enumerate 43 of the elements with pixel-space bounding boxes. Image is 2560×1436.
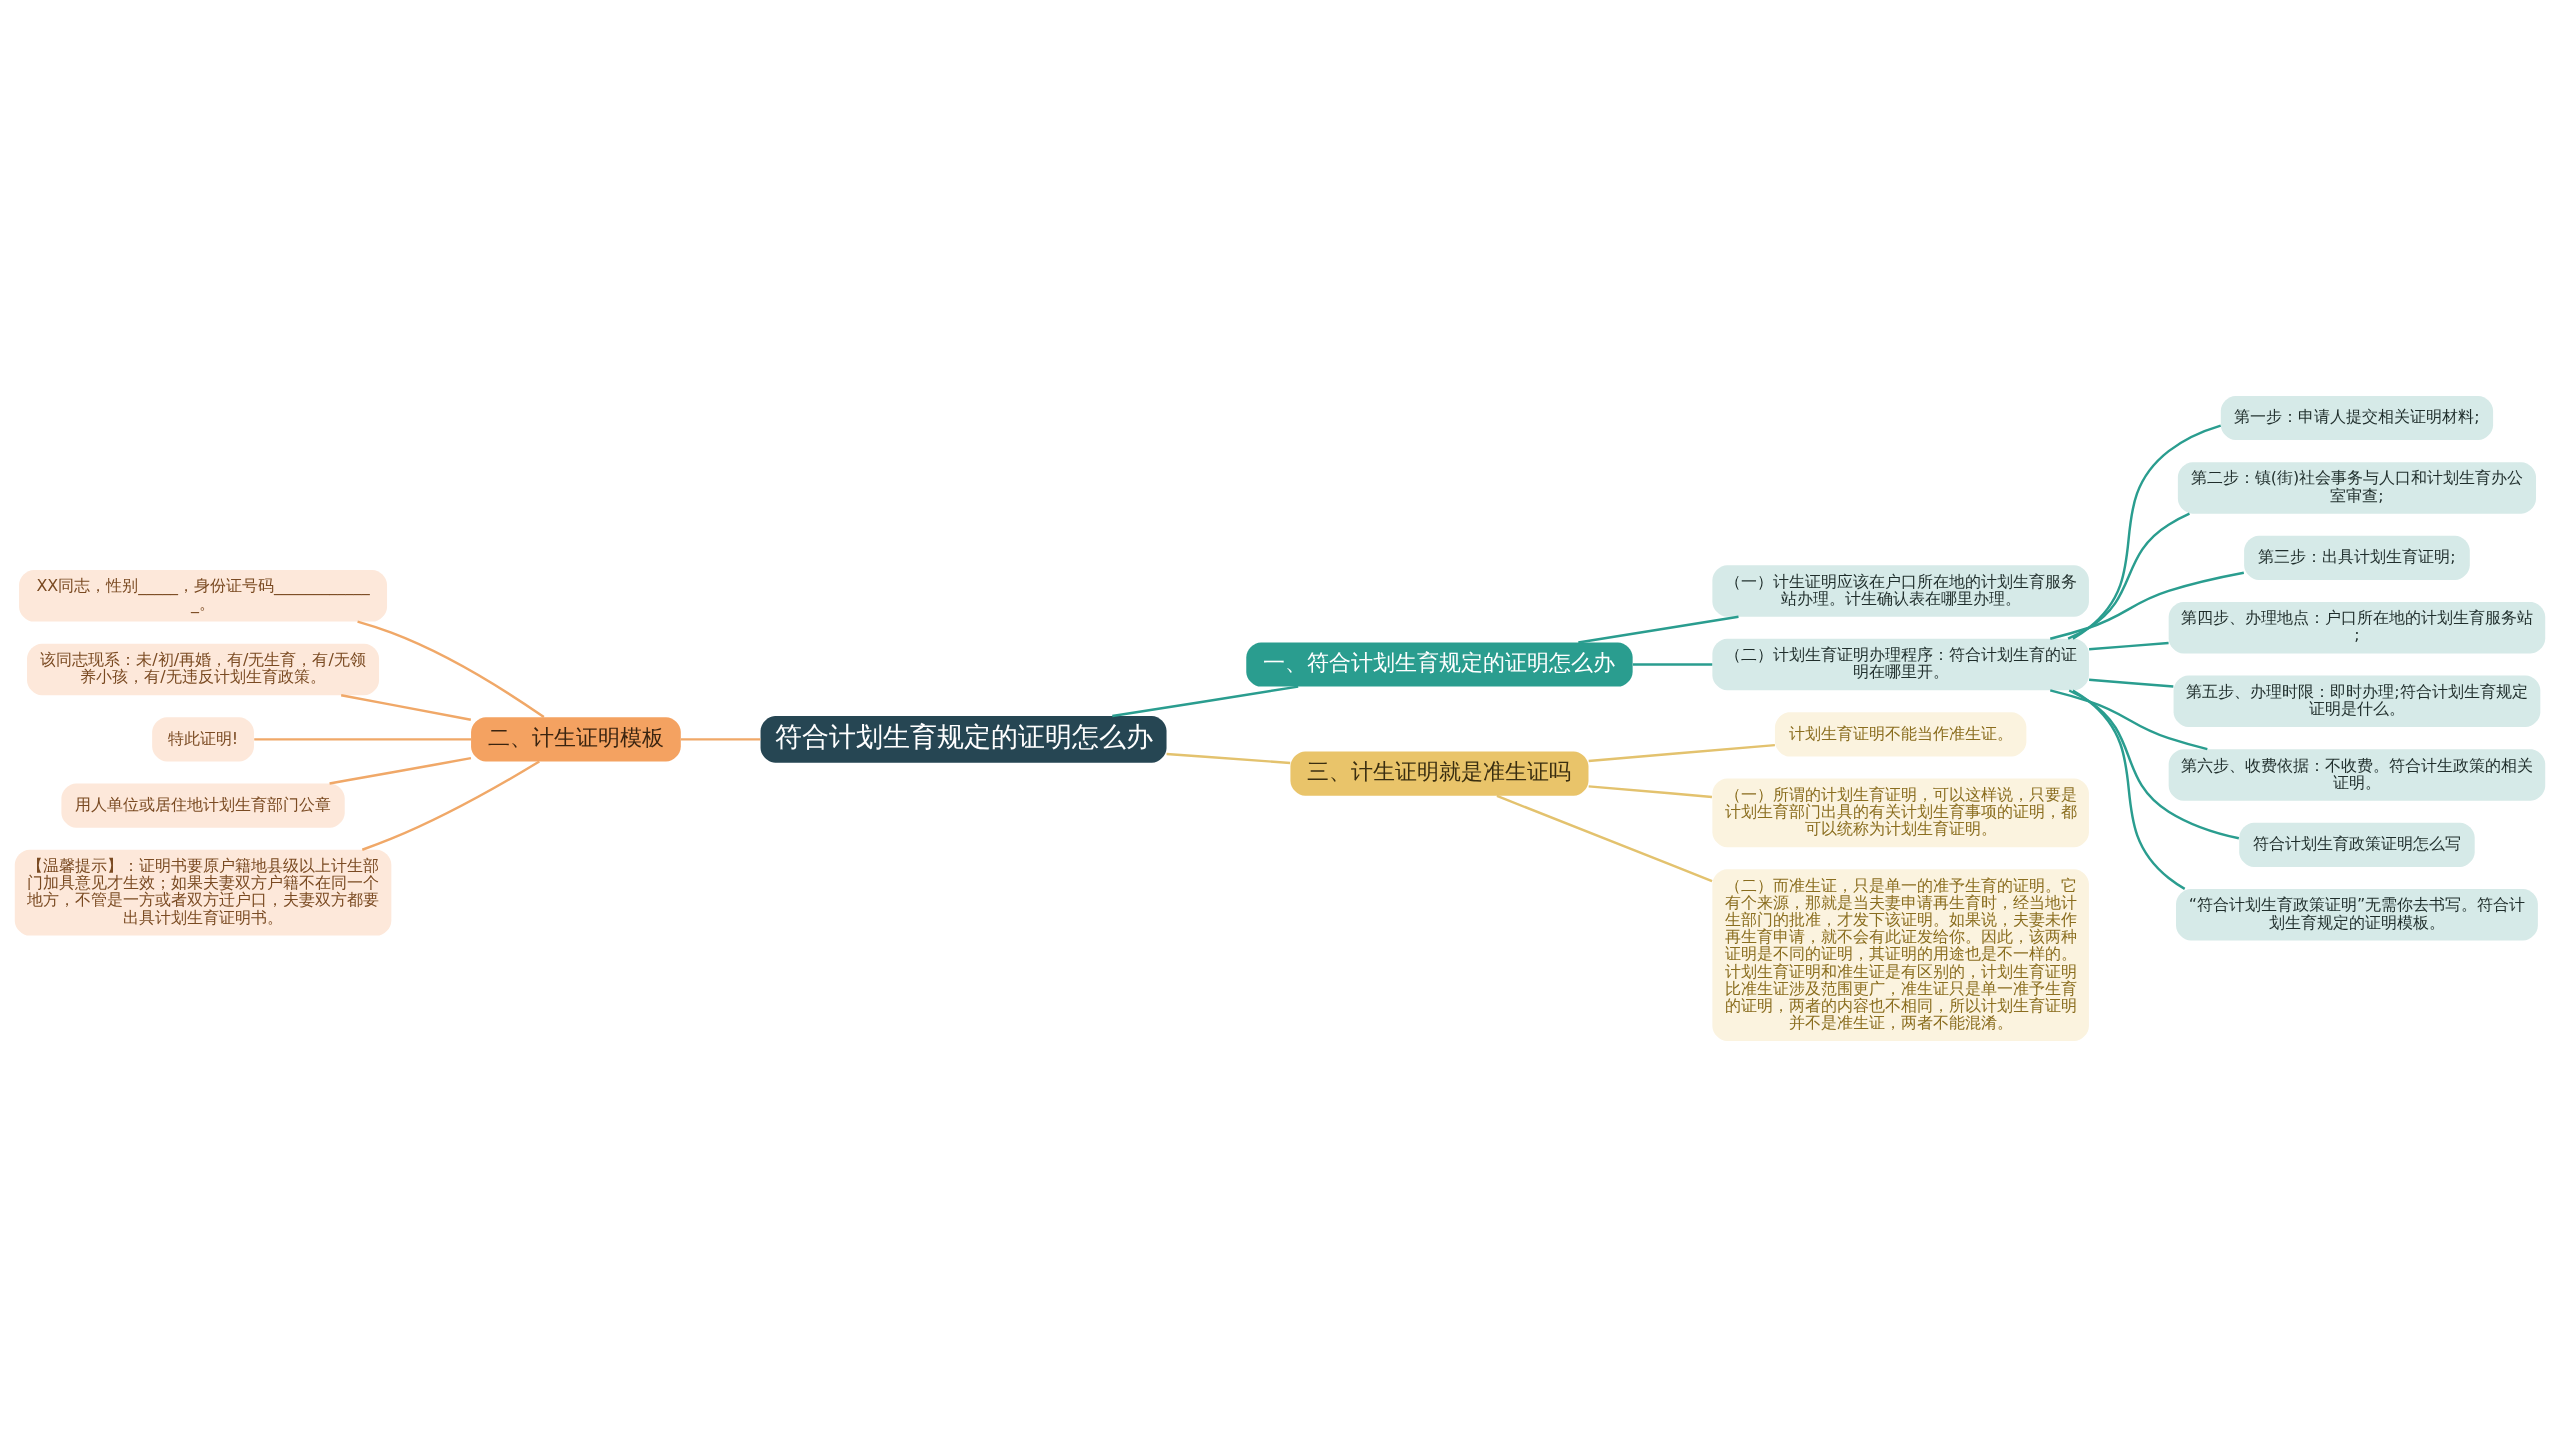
connector bbox=[2049, 571, 2245, 640]
connector bbox=[2072, 688, 2186, 890]
connector bbox=[357, 619, 545, 718]
node-box: 第三步：出具计划生育证明; bbox=[2244, 535, 2470, 580]
connector bbox=[2089, 678, 2174, 688]
connector bbox=[340, 693, 472, 721]
node-box: 特此证明! bbox=[152, 716, 254, 761]
connector bbox=[1588, 743, 1775, 762]
node-box: （二）计划生育证明办理程序：符合计划生育的证明在哪里开。 bbox=[1712, 638, 2089, 690]
node-box: “符合计划生育政策证明”无需你去书写。符合计划生育规定的证明模板。 bbox=[2176, 888, 2538, 940]
node-box: 符合计划生育政策证明怎么写 bbox=[2239, 822, 2475, 867]
node-box: 【温馨提示】：证明书要原户籍地县级以上计生部门加具意见才生效；如果夫妻双方户籍不在同一个地方，不管是一方或者双方迁户口，夫妻双方都要出具计划生育证明书。 bbox=[14, 849, 392, 936]
node-box: 符合计划生育规定的证明怎么办 bbox=[760, 715, 1167, 763]
connector bbox=[1578, 615, 1739, 644]
connector bbox=[2068, 688, 2240, 839]
node-box: 该同志现系：未/初/再婚，有/无生育，有/无领养小孩，有/无违反计划生育政策。 bbox=[27, 643, 380, 695]
connector bbox=[1496, 794, 1713, 882]
node-box: 第二步：镇(街)社会事务与人口和计划生育办公室审查; bbox=[2177, 461, 2537, 514]
connector bbox=[329, 756, 472, 785]
node-box: 第五步、办理时限：即时办理;符合计划生育规定证明是什么。 bbox=[2173, 675, 2541, 727]
connector bbox=[1112, 684, 1299, 717]
node-box: 用人单位或居住地计划生育部门公章 bbox=[61, 783, 345, 828]
node-box: XX同志，性别_____，身份证号码_____________。 bbox=[19, 569, 388, 622]
connector bbox=[2067, 512, 2190, 640]
node-box: 第一步：申请人提交相关证明材料; bbox=[2220, 395, 2494, 440]
node-box: 三、计生证明就是准生证吗 bbox=[1290, 751, 1589, 796]
node-box: 一、符合计划生育规定的证明怎么办 bbox=[1246, 641, 1633, 687]
node-box: （二）而准生证，只是单一的准予生育的证明。它有个来源，那就是当夫妻申请再生育时，经当地计生部门的批准，才发下该证明。如果说，夫妻未作再生育申请，就不会有此证发给你。因此，该两种证明是不同的证明，其证明的用途也是不一样的。计划生育证明和准生证是有区别的，计划生育证明比准生证涉及范围更广，准生证只是单一准予生育的证明，两者的内容也不相同，所以计划生育证明并不是准生证，两者不能混淆。 bbox=[1712, 868, 2089, 1041]
node-box: 计划生育证明不能当作准生证。 bbox=[1774, 711, 2027, 756]
connector bbox=[361, 759, 540, 851]
node-box: 二、计生证明模板 bbox=[471, 716, 681, 761]
connector bbox=[1632, 662, 1713, 666]
node-box: 第四步、办理地点：户口所在地的计划生育服务站; bbox=[2168, 601, 2546, 653]
connector bbox=[680, 737, 761, 741]
node-box: （一）计生证明应该在户口所在地的计划生育服务站办理。计生确认表在哪里办理。 bbox=[1712, 564, 2089, 617]
node-box: （一）所谓的计划生育证明，可以这样说，只要是计划生育部门出具的有关计划生育事项的证明，都可以统称为计划生育证明。 bbox=[1712, 778, 2089, 847]
connector bbox=[1588, 784, 1713, 798]
connector bbox=[254, 737, 471, 741]
node-box: 第六步、收费依据：不收费。符合计生政策的相关证明。 bbox=[2168, 748, 2546, 801]
connector bbox=[2072, 423, 2222, 640]
connector bbox=[1166, 752, 1291, 764]
connector bbox=[2089, 641, 2169, 651]
connector bbox=[2049, 688, 2208, 750]
